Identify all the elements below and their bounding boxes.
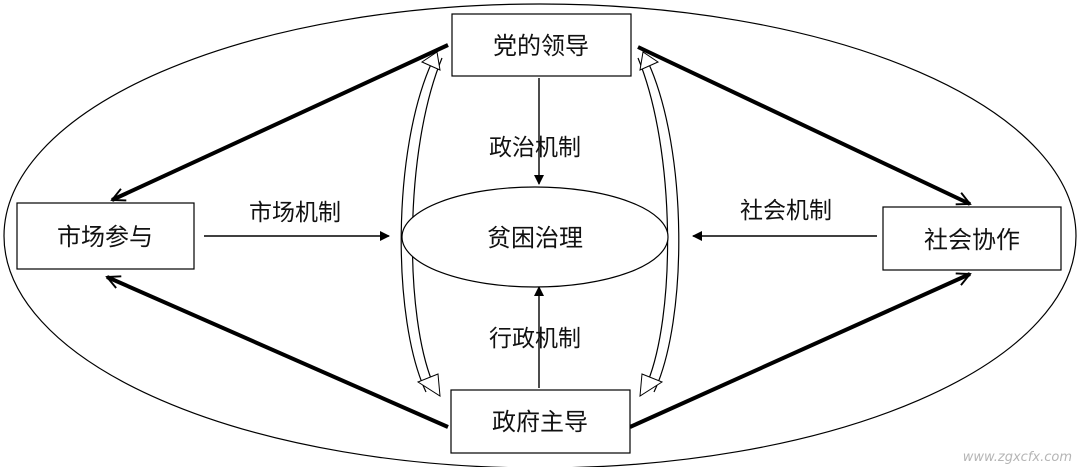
watermark-text: www.zgxcfx.com [963,450,1072,465]
political-mechanism-label: 政治机制 [489,135,581,161]
market-participation-label: 市场参与 [57,223,153,251]
poverty-governance-ellipse [401,186,669,288]
poverty-governance-label: 贫困治理 [487,224,583,252]
social-collaboration-label: 社会协作 [924,226,1020,254]
party-leadership-label: 党的领导 [493,32,589,60]
government-leading-label: 政府主导 [492,408,588,436]
arrow-party-to-social [637,45,970,206]
administrative-mechanism-label: 行政机制 [489,326,581,352]
market-mechanism-label: 市场机制 [249,200,341,226]
arrow-government-to-social [629,272,970,429]
party-leadership-box [451,13,632,77]
market-participation-box [16,202,195,270]
arrow-party-to-market [112,43,449,202]
social-collaboration-box [882,206,1062,271]
social-mechanism-label: 社会机制 [740,198,832,224]
arrow-government-to-market [107,275,449,429]
outer-ellipse [3,3,1077,467]
government-leading-box [450,389,631,454]
